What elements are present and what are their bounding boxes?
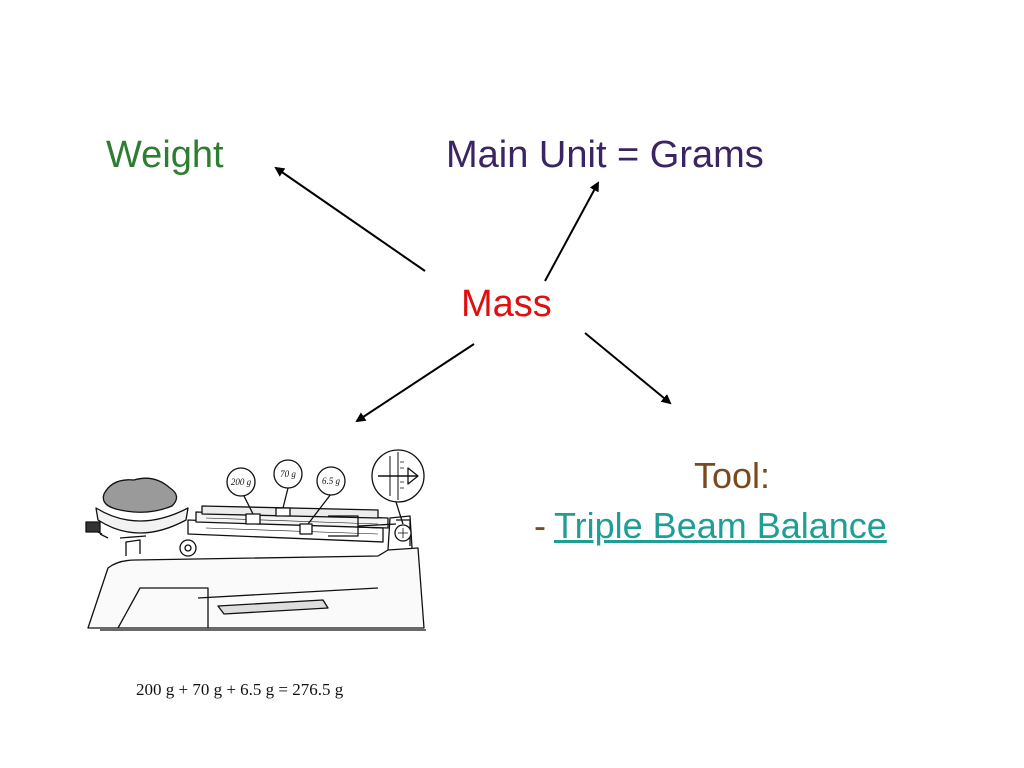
rider-label-70g: 70 g [280, 469, 296, 479]
tool-title: Tool: [694, 455, 771, 496]
balance-pan [95, 507, 189, 534]
rider-label-6-5g: 6.5 g [322, 476, 341, 486]
rider-200 [245, 513, 261, 525]
arrow-to-main-unit [544, 181, 599, 282]
balance-base [87, 547, 425, 629]
callout-200g [226, 467, 256, 497]
arrow-to-balance [355, 343, 475, 423]
main-unit-label: Main Unit = Grams [446, 134, 764, 176]
base-slot [217, 599, 329, 615]
rider-6-5 [299, 523, 313, 535]
triple-beam-balance-link[interactable]: Triple Beam Balance [554, 505, 887, 546]
weight-label: Weight [106, 134, 224, 176]
tool-item: -Triple Beam Balance [534, 508, 887, 544]
callout-70g [273, 459, 303, 489]
zero-adjust-knob [179, 539, 197, 557]
triple-beam-balance-illustration: 200 g 70 g 6.5 g [85, 449, 426, 631]
arrow-to-weight [274, 166, 426, 272]
mass-label: Mass [461, 283, 552, 325]
callout-6-5g [316, 466, 346, 496]
arrow-to-tool [584, 332, 672, 405]
tool-dash: - [534, 505, 546, 546]
mass-equation: 200 g + 70 g + 6.5 g = 276.5 g [136, 680, 344, 699]
rider-70 [275, 507, 291, 517]
rider-label-200g: 200 g [231, 477, 252, 487]
sample-rock [102, 477, 178, 513]
